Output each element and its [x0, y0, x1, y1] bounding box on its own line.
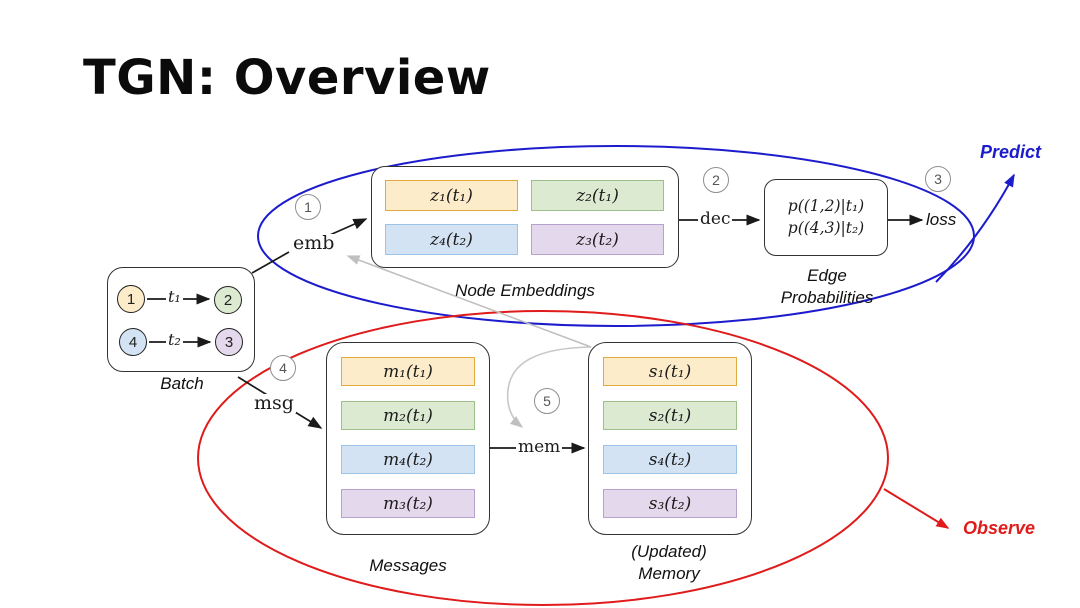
memory-s3-chip: s₃(t₂)	[603, 489, 737, 518]
edge-probability-line-1: p((1,2)|t₁)	[787, 196, 865, 215]
dec-label: dec	[698, 209, 733, 229]
batch-box	[107, 267, 255, 372]
memory-s2-chip: s₂(t₁)	[603, 401, 737, 430]
embedding-z1-chip: z₁(t₁)	[385, 180, 518, 211]
message-m2-chip: m₂(t₁)	[341, 401, 475, 430]
embedding-z2-chip: z₂(t₁)	[531, 180, 664, 211]
msg-label: msg	[252, 392, 296, 414]
batch-caption: Batch	[160, 374, 204, 393]
mem-label: mem	[516, 437, 563, 457]
edge-probabilities-caption-line1: Edge	[807, 266, 847, 285]
edge-time-t1-label: t₁	[166, 287, 183, 306]
batch-node-1: 1	[117, 285, 145, 313]
edge-probabilities-box: p((1,2)|t₁) p((4,3)|t₂)	[764, 179, 888, 256]
message-m3-chip: m₃(t₂)	[341, 489, 475, 518]
observe-arrow	[883, 488, 950, 529]
step-4-badge: 4	[270, 355, 296, 381]
memory-to-emb-arrow	[346, 255, 592, 348]
emb-label: emb	[291, 232, 337, 254]
batch-node-3: 3	[215, 328, 243, 356]
loss-label: loss	[926, 210, 957, 229]
embedding-z4-chip: z₄(t₂)	[385, 224, 518, 255]
node-embeddings-caption: Node Embeddings	[455, 281, 595, 300]
observe-ellipse	[197, 310, 889, 606]
memory-caption-line1: (Updated)	[631, 542, 707, 561]
step-1-badge: 1	[295, 194, 321, 220]
predict-arrow	[935, 173, 1015, 283]
memory-to-mem-arrow	[506, 346, 592, 428]
batch-node-2: 2	[214, 286, 242, 314]
step-5-badge: 5	[534, 388, 560, 414]
predict-annotation: Predict	[980, 142, 1042, 162]
step-3-badge: 3	[925, 166, 951, 192]
page-title: TGN: Overview	[83, 50, 491, 106]
batch-to-emb-line	[251, 251, 290, 274]
edge-probability-line-2: p((4,3)|t₂)	[787, 219, 865, 237]
message-m1-chip: m₁(t₁)	[341, 357, 475, 386]
predict-ellipse	[257, 145, 975, 327]
memory-s1-chip: s₁(t₁)	[603, 357, 737, 386]
message-m4-chip: m₄(t₂)	[341, 445, 475, 474]
memory-s4-chip: s₄(t₂)	[603, 445, 737, 474]
observe-annotation: Observe	[963, 518, 1036, 538]
memory-caption-line2: Memory	[638, 564, 700, 583]
edge-probabilities-caption-line2: Probabilities	[780, 288, 874, 307]
batch-node-4: 4	[119, 328, 147, 356]
embedding-z3-chip: z₃(t₂)	[531, 224, 664, 255]
messages-caption: Messages	[369, 556, 447, 575]
step-2-badge: 2	[703, 167, 729, 193]
edge-time-t2-label: t₂	[166, 330, 183, 349]
